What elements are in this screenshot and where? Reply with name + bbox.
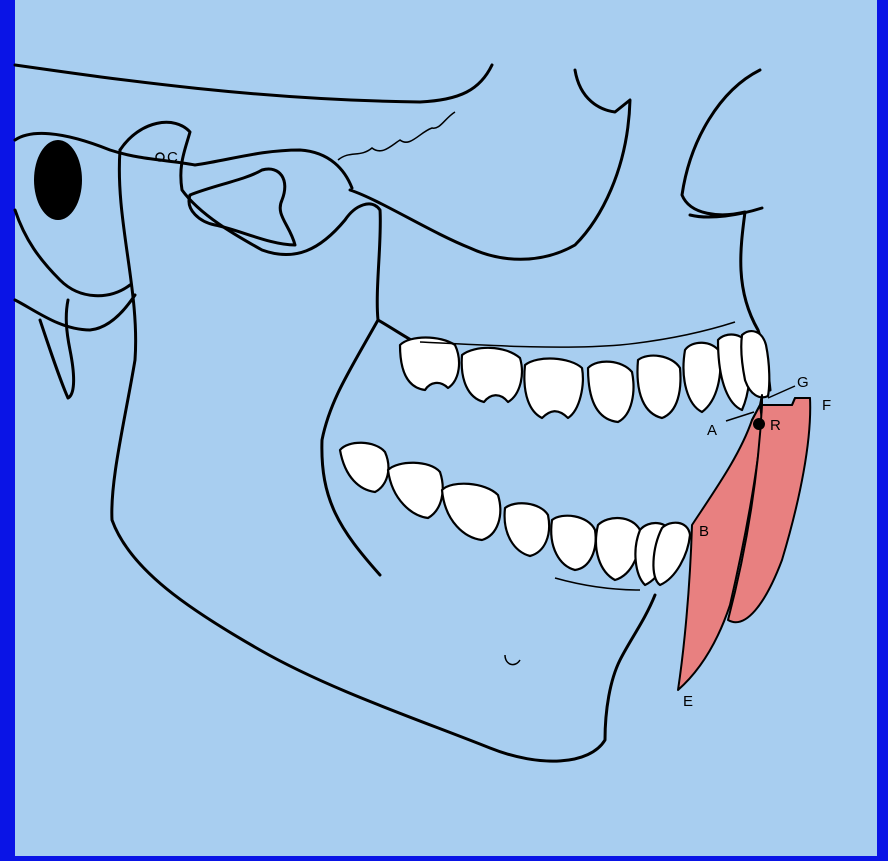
upper-premolar-1 xyxy=(588,362,633,422)
label-B: B xyxy=(699,523,709,540)
lower-teeth xyxy=(340,443,690,590)
leader-G xyxy=(768,386,795,398)
leader-A xyxy=(726,412,754,421)
label-G: G xyxy=(797,374,809,391)
ear-canal xyxy=(34,140,82,220)
upper-molar-1 xyxy=(400,338,459,391)
articular-eminence xyxy=(189,169,295,245)
lower-molar-1 xyxy=(340,443,388,492)
lower-molar-3 xyxy=(442,484,500,540)
lower-premolar-2 xyxy=(551,516,595,570)
lip-muscle xyxy=(678,386,810,690)
maxilla-outline xyxy=(350,70,630,259)
upper-molar-3 xyxy=(524,359,582,418)
suture-line xyxy=(338,112,455,160)
mental-foramen xyxy=(505,655,520,665)
label-E: E xyxy=(683,693,693,710)
upper-canine xyxy=(684,343,721,412)
upper-premolar-2 xyxy=(637,356,680,418)
label-R: R xyxy=(770,417,781,434)
mandible-outline xyxy=(120,122,420,345)
point-R-dot xyxy=(753,418,765,430)
label-F: F xyxy=(822,397,831,414)
styloid-process xyxy=(40,300,74,398)
temporal-bone-lower xyxy=(15,210,130,296)
mastoid-outline xyxy=(15,295,135,330)
label-condyle: C xyxy=(167,149,178,166)
upper-molar-2 xyxy=(462,348,522,402)
lower-canine xyxy=(596,518,640,580)
upper-teeth xyxy=(400,322,769,422)
upper-gum-line xyxy=(420,322,735,347)
lower-premolar-1 xyxy=(505,503,550,556)
lower-gum-line xyxy=(555,578,640,590)
skull-upper-outline xyxy=(15,65,492,102)
label-A: A xyxy=(707,422,717,439)
lower-molar-2 xyxy=(388,463,443,518)
